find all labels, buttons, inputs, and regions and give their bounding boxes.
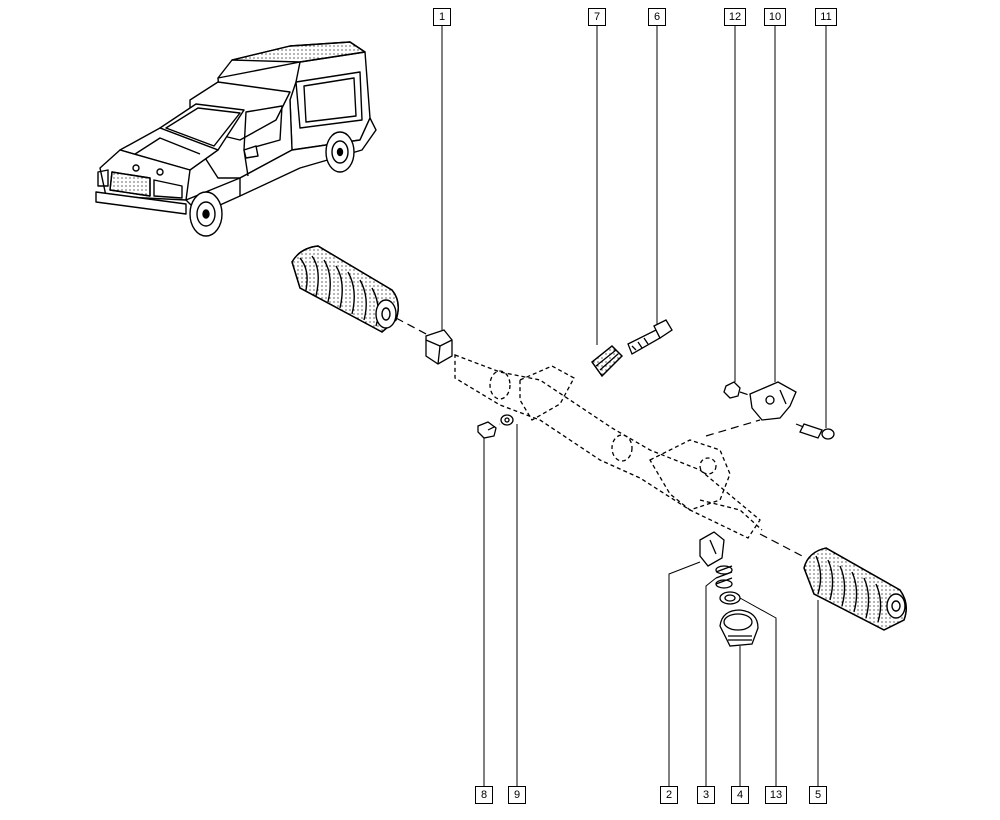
- callout-label: 1: [438, 11, 446, 23]
- callout-11: 11: [815, 8, 837, 26]
- callout-label: 11: [820, 11, 832, 23]
- callout-2: 2: [660, 786, 678, 804]
- leader-lines: [441, 26, 827, 786]
- callout-label: 9: [513, 789, 521, 801]
- part-11-bolt: [799, 423, 835, 440]
- callout-3: 3: [697, 786, 715, 804]
- callout-label: 7: [593, 11, 601, 23]
- small-parts: [425, 319, 835, 647]
- callout-label: 3: [702, 789, 710, 801]
- part-10-bracket: [749, 381, 797, 421]
- callout-label: 4: [736, 789, 744, 801]
- callout-10: 10: [764, 8, 786, 26]
- part-3-spring: [715, 565, 733, 589]
- callout-1: 1: [433, 8, 451, 26]
- callout-6: 6: [648, 8, 666, 26]
- callout-label: 13: [769, 789, 783, 801]
- part-4-plug: [719, 609, 759, 647]
- part-8-nut: [477, 421, 497, 439]
- assembly-lines: [395, 317, 807, 559]
- part-1-collar: [425, 329, 453, 365]
- part-12-nut: [723, 381, 741, 399]
- callout-9: 9: [508, 786, 526, 804]
- callout-label: 2: [665, 789, 673, 801]
- part-7-sleeve: [591, 345, 623, 378]
- callout-label: 8: [480, 789, 488, 801]
- part-13-oring: [719, 591, 741, 605]
- part-9-washer: [500, 414, 514, 426]
- left-rack-boot: [291, 245, 399, 333]
- callout-label: 5: [814, 789, 822, 801]
- callout-label: 10: [768, 11, 782, 23]
- steering-rack-housing: [454, 354, 763, 539]
- callout-12: 12: [724, 8, 746, 26]
- callout-label: 12: [728, 11, 742, 23]
- callout-8: 8: [475, 786, 493, 804]
- vehicle-illustration: [95, 41, 377, 237]
- part-2-plunger: [699, 531, 725, 567]
- right-rack-boot: [803, 547, 907, 631]
- callout-4: 4: [731, 786, 749, 804]
- callout-7: 7: [588, 8, 606, 26]
- part-6-bolt: [627, 319, 673, 355]
- callout-label: 6: [653, 11, 661, 23]
- callout-5: 5: [809, 786, 827, 804]
- callout-13: 13: [765, 786, 787, 804]
